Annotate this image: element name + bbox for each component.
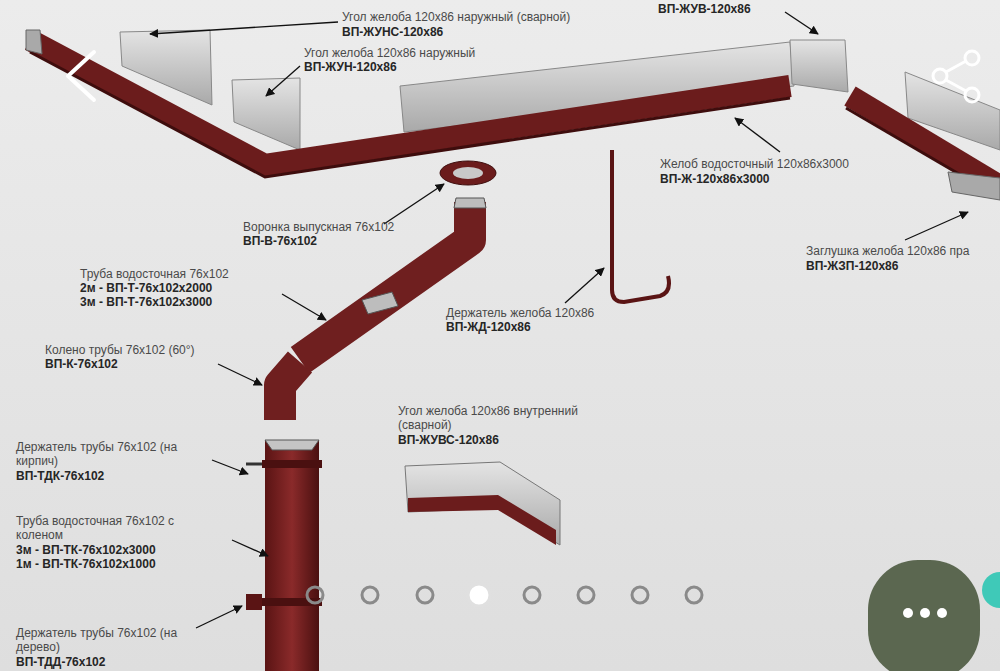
part-label: Колено трубы 76х102 (60°) <box>45 343 195 357</box>
part-code: ВП-ЖУНС-120х86 <box>342 25 443 39</box>
leader-line <box>282 294 326 320</box>
part-label: Воронка выпускная 76х102 <box>243 220 394 234</box>
leader-line <box>905 212 968 240</box>
pipe-end <box>454 198 486 208</box>
part-label: Угол желоба 120х86 внутренний (сварной) <box>398 404 613 432</box>
part-label: Держатель трубы 76х102 (на дерево) <box>16 626 191 654</box>
part-label: Заглушка желоба 120х86 пра <box>806 244 969 258</box>
menu-button <box>868 560 980 671</box>
holder-plate <box>246 594 262 610</box>
part-code: ВП-Ж-120х86х3000 <box>660 172 770 186</box>
part-code: ВП-ЖУВ-120х86 <box>658 2 751 16</box>
funnel-hole <box>453 167 483 179</box>
leader-line <box>212 460 248 474</box>
part-code: ВП-ЖУН-120х86 <box>304 60 397 74</box>
part-label: Труба водосточная 76х102 с коленом <box>16 514 191 542</box>
leader-line <box>266 66 300 96</box>
part-code: ВП-К-76х102 <box>45 357 118 371</box>
carousel-dots <box>307 584 702 606</box>
part-code: 2м - ВП-Т-76х102х2000 <box>80 281 212 295</box>
corner-sheet <box>232 78 300 150</box>
gutter <box>850 96 1000 186</box>
leader-line <box>735 118 780 152</box>
gutter-end-cap <box>26 30 42 54</box>
menu-dots <box>903 608 947 618</box>
part-label: Желоб водосточный 120х86х3000 <box>660 157 849 171</box>
leader-line <box>565 268 604 303</box>
teal-badge <box>982 572 1000 608</box>
gutter-end-cap <box>948 172 1000 200</box>
inner-corner-front <box>408 495 556 545</box>
pipe-holder <box>262 598 322 606</box>
part-label: Держатель трубы 76х102 (на кирпич) <box>16 440 191 468</box>
part-code: ВП-ЖУВС-120х86 <box>398 433 499 447</box>
leader-line <box>196 606 242 628</box>
part-code: ВП-В-76х102 <box>243 234 317 248</box>
part-code: 1м - ВП-ТК-76х102х1000 <box>16 557 156 571</box>
pipe-knee <box>280 362 300 420</box>
holder-pin <box>246 463 262 466</box>
part-label: Труба водосточная 76х102 <box>80 267 229 281</box>
part-label: Угол желоба 120х86 наружный (сварной) <box>342 10 570 24</box>
part-code: ВП-ТДК-76х102 <box>16 469 104 483</box>
leader-line <box>218 364 262 385</box>
corner-sheet <box>790 40 848 92</box>
share-icon <box>933 51 979 102</box>
leader-line <box>785 12 818 34</box>
leader-line <box>384 184 444 224</box>
leader-line <box>232 540 268 556</box>
funnel-ring <box>440 161 496 185</box>
part-code: ВП-ТДД-76х102 <box>16 655 105 669</box>
pipe-joint <box>362 292 398 314</box>
part-code: 3м - ВП-Т-76х102х3000 <box>80 295 212 309</box>
pipe-top <box>265 440 319 450</box>
leader-line <box>150 22 338 34</box>
part-label: Угол желоба 120х86 наружный <box>304 46 475 60</box>
part-code: ВП-ЖЗП-120х86 <box>806 259 898 273</box>
part-label: Держатель желоба 120х86 <box>446 306 594 320</box>
downpipe <box>265 440 319 671</box>
gutter <box>30 40 790 165</box>
pipe-holder <box>262 460 322 468</box>
back-arrow <box>68 52 94 100</box>
part-code: 3м - ВП-ТК-76х102х3000 <box>16 543 156 557</box>
part-code: ВП-ЖД-120х86 <box>446 320 531 334</box>
inner-corner <box>405 462 560 545</box>
